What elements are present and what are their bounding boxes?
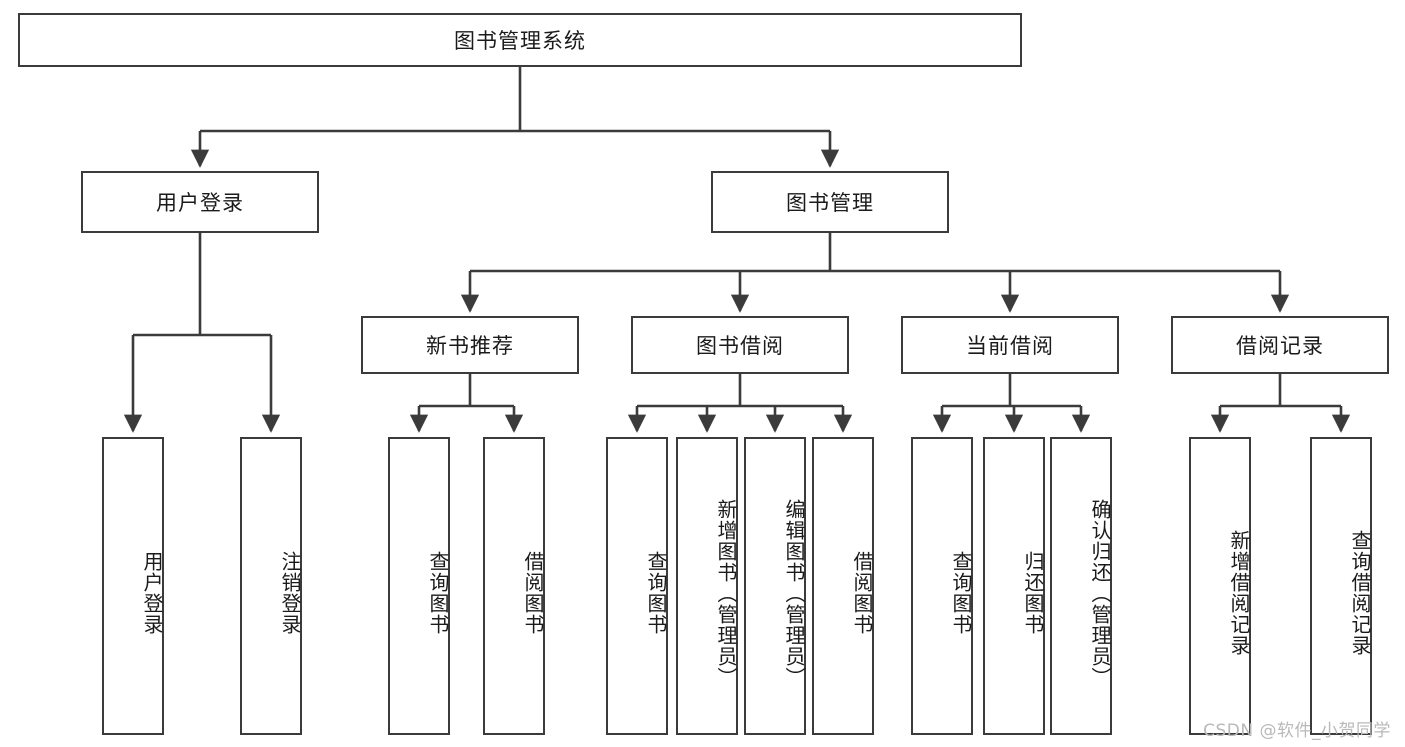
node-leaf-br-add-record[interactable]: 新增借阅记录	[1189, 437, 1251, 735]
node-leaf-rec-query-book-label: 查询图书	[426, 551, 450, 635]
node-book-borrow[interactable]: 图书借阅	[631, 316, 849, 374]
node-new-book-rec[interactable]: 新书推荐	[361, 316, 579, 374]
node-leaf-cb-confirm-return-label: 确认归还（管理员）	[1088, 498, 1112, 688]
node-user-login[interactable]: 用户登录	[81, 171, 319, 233]
node-leaf-rec-borrow-book[interactable]: 借阅图书	[483, 437, 545, 735]
node-leaf-bb-add-book-label: 新增图书（管理员）	[714, 498, 738, 688]
node-leaf-user-logout-label: 注销登录	[278, 551, 302, 635]
node-leaf-bb-add-book[interactable]: 新增图书（管理员）	[676, 437, 738, 735]
node-leaf-cb-query-book-label: 查询图书	[949, 551, 973, 635]
node-leaf-user-login-label: 用户登录	[140, 551, 164, 635]
node-leaf-rec-borrow-book-label: 借阅图书	[521, 551, 545, 635]
node-leaf-bb-query-book[interactable]: 查询图书	[606, 437, 668, 735]
node-current-borrow[interactable]: 当前借阅	[901, 316, 1119, 374]
node-leaf-bb-query-book-label: 查询图书	[644, 551, 668, 635]
node-leaf-bb-borrow-book[interactable]: 借阅图书	[812, 437, 874, 735]
node-leaf-cb-return-book-label: 归还图书	[1021, 551, 1045, 635]
node-leaf-bb-edit-book-label: 编辑图书（管理员）	[782, 498, 806, 688]
node-leaf-cb-confirm-return[interactable]: 确认归还（管理员）	[1050, 437, 1112, 735]
node-leaf-user-login[interactable]: 用户登录	[102, 437, 164, 735]
node-user-login-label: 用户登录	[156, 191, 244, 215]
node-borrow-record[interactable]: 借阅记录	[1171, 316, 1389, 374]
node-root[interactable]: 图书管理系统	[18, 13, 1022, 67]
node-current-borrow-label: 当前借阅	[966, 334, 1054, 358]
node-leaf-br-query-record-label: 查询借阅记录	[1348, 530, 1372, 656]
node-book-manage-label: 图书管理	[786, 191, 874, 215]
csdn-watermark: CSDN @软件_小贺同学	[1203, 721, 1391, 741]
node-root-label: 图书管理系统	[454, 29, 586, 53]
node-leaf-cb-return-book[interactable]: 归还图书	[983, 437, 1045, 735]
node-leaf-rec-query-book[interactable]: 查询图书	[388, 437, 450, 735]
node-leaf-cb-query-book[interactable]: 查询图书	[911, 437, 973, 735]
node-leaf-br-query-record[interactable]: 查询借阅记录	[1310, 437, 1372, 735]
node-leaf-user-logout[interactable]: 注销登录	[240, 437, 302, 735]
node-leaf-br-add-record-label: 新增借阅记录	[1227, 530, 1251, 656]
node-book-borrow-label: 图书借阅	[696, 334, 784, 358]
node-leaf-bb-edit-book[interactable]: 编辑图书（管理员）	[744, 437, 806, 735]
node-book-manage[interactable]: 图书管理	[711, 171, 949, 233]
node-leaf-bb-borrow-book-label: 借阅图书	[850, 551, 874, 635]
node-borrow-record-label: 借阅记录	[1236, 334, 1324, 358]
node-new-book-rec-label: 新书推荐	[426, 334, 514, 358]
